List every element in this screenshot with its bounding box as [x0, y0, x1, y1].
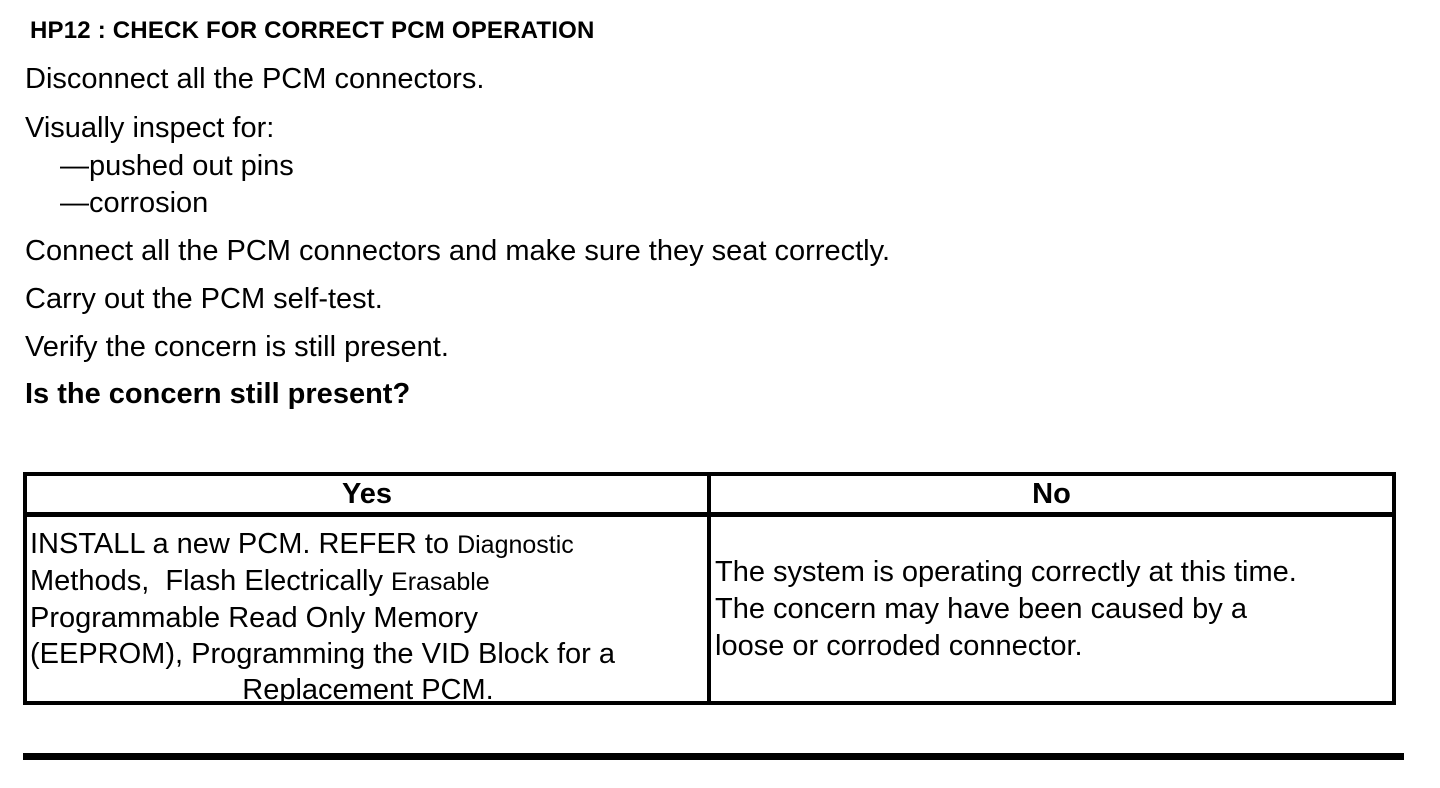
procedure-step-5: Verify the concern is still present. [25, 331, 449, 363]
yes-action-line-2: Methods, Flash Electrically Erasable [30, 563, 706, 600]
no-action-line-3: loose or corroded connector. [715, 629, 1083, 662]
yes-action-text: INSTALL a new PCM. REFER to [30, 528, 458, 560]
no-column-header: No [711, 476, 1392, 517]
footer-divider [23, 753, 1404, 760]
refer-link-text: Diagnostic [457, 531, 574, 559]
procedure-step-3: Connect all the PCM connectors and make … [25, 235, 891, 267]
no-action-line-1: The system is operating correctly at thi… [715, 555, 1297, 588]
yes-action-line-1: INSTALL a new PCM. REFER to Diagnostic [30, 526, 706, 563]
refer-link-text: Erasable [391, 568, 490, 596]
yes-action-text: Methods, Flash Electrically [30, 565, 392, 597]
procedure-heading: HP12 : CHECK FOR CORRECT PCM OPERATION [30, 17, 595, 44]
yes-action-line-4: (EEPROM), Programming the VID Block for … [30, 636, 706, 672]
yes-action-text: Replacement PCM. [242, 674, 494, 701]
yes-action-text: (EEPROM), Programming the VID Block for … [30, 638, 615, 670]
decision-question: Is the concern still present? [25, 378, 411, 410]
inspection-item-1: —pushed out pins [60, 150, 294, 182]
procedure-step-2: Visually inspect for: [25, 112, 275, 144]
no-action-line-2: The concern may have been caused by a [715, 592, 1247, 625]
decision-table: Yes No INSTALL a new PCM. REFER to Diagn… [23, 472, 1396, 705]
yes-action-cell: INSTALL a new PCM. REFER to Diagnostic M… [27, 517, 711, 701]
yes-action-line-3: Programmable Read Only Memory [30, 600, 706, 636]
procedure-step-4: Carry out the PCM self-test. [25, 283, 383, 315]
yes-action-line-5: Replacement PCM. [30, 672, 706, 701]
inspection-item-2: —corrosion [60, 187, 209, 219]
yes-action-text: Programmable Read Only Memory [30, 602, 479, 634]
yes-column-header: Yes [27, 476, 711, 517]
no-action-cell: The system is operating correctly at thi… [711, 517, 1392, 701]
procedure-step-1: Disconnect all the PCM connectors. [25, 63, 485, 95]
